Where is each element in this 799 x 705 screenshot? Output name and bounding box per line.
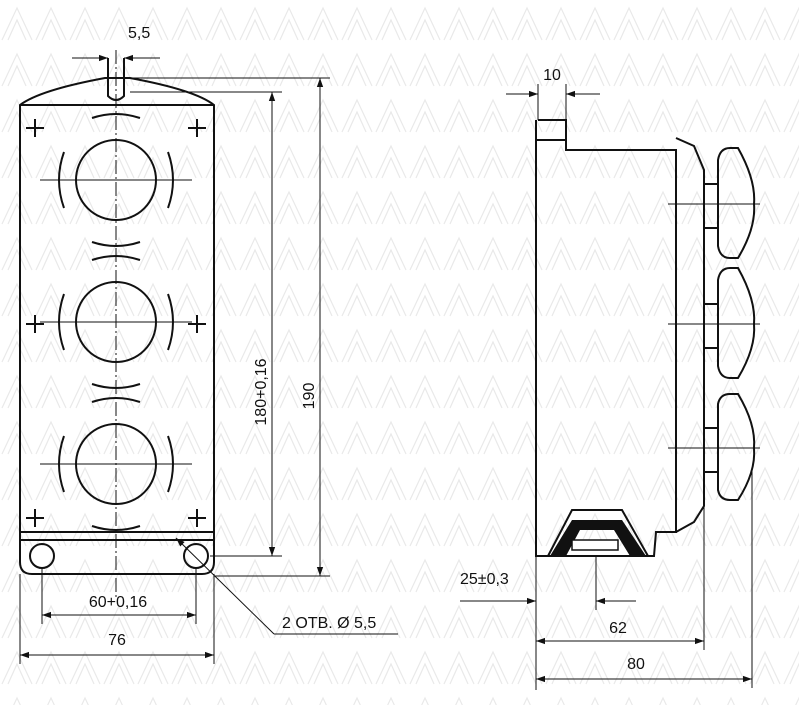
dim-total-height: 190 xyxy=(130,77,330,577)
dim-base-offset-label: 25±0,3 xyxy=(460,571,509,588)
mounting-base xyxy=(19,532,215,575)
side-view: 10 25±0,3 62 80 xyxy=(460,67,760,690)
button-2 xyxy=(40,255,192,389)
dim-inner-height: 180+0,16 xyxy=(130,91,282,557)
dim-hole-spacing: 60+0,16 xyxy=(41,568,197,624)
front-view: 5,5 180+0,16 190 60+0,16 76 xyxy=(19,25,398,664)
side-button-2 xyxy=(668,267,760,379)
side-button-3 xyxy=(668,393,760,501)
dim-top-flange: 10 xyxy=(506,67,600,120)
button-3 xyxy=(40,397,192,531)
dim-inner-height-label: 180+0,16 xyxy=(253,358,270,425)
dim-base-offset: 25±0,3 xyxy=(460,556,636,610)
dim-body-depth: 62 xyxy=(535,506,705,690)
dim-total-depth-label: 80 xyxy=(627,656,645,673)
button-1 xyxy=(40,113,192,247)
dim-total-height-label: 190 xyxy=(301,383,318,410)
dim-total-width-label: 76 xyxy=(108,632,126,649)
side-button-1 xyxy=(668,147,760,259)
dim-top-flange-label: 10 xyxy=(543,67,561,84)
dim-total-width: 76 xyxy=(19,574,215,664)
base-profile xyxy=(547,509,649,557)
dim-total-depth: 80 xyxy=(536,470,753,688)
mounting-markers xyxy=(26,119,206,527)
dim-slot-width: 5,5 xyxy=(72,25,160,62)
dim-slot-width-label: 5,5 xyxy=(128,25,150,42)
holes-callout-label: 2 ОТВ. Ø 5,5 xyxy=(282,615,376,632)
holes-callout: 2 ОТВ. Ø 5,5 xyxy=(175,537,398,635)
dim-body-depth-label: 62 xyxy=(609,620,627,637)
dim-hole-spacing-label: 60+0,16 xyxy=(89,594,147,611)
